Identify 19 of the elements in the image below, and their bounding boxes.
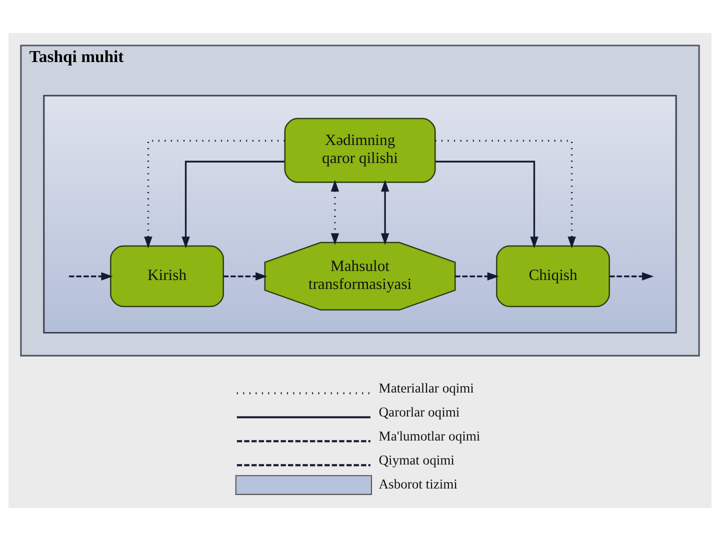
cluster <box>43 94 677 333</box>
arrow <box>69 272 113 280</box>
legend-label: Asborot tizimi <box>378 476 458 492</box>
node-box: Kirish <box>110 244 224 307</box>
node-box: Chiqish <box>496 244 610 307</box>
legend-label: Materiallar oqimi <box>378 380 474 396</box>
arrow <box>182 160 285 248</box>
arrow <box>330 179 340 244</box>
arrow <box>144 139 285 248</box>
legend-label: Qarorlar oqimi <box>378 404 460 420</box>
legend-label: Ma'lumotlar oqimi <box>378 428 480 444</box>
arrow <box>610 272 654 280</box>
arrow <box>223 272 268 280</box>
arrow <box>455 272 500 280</box>
node-box: Xədimning qaror qilishi <box>284 117 436 182</box>
legend-label: Qiymat oqimi <box>378 452 454 468</box>
arrow <box>435 139 576 248</box>
arrow <box>380 179 390 244</box>
arrow <box>435 160 538 248</box>
